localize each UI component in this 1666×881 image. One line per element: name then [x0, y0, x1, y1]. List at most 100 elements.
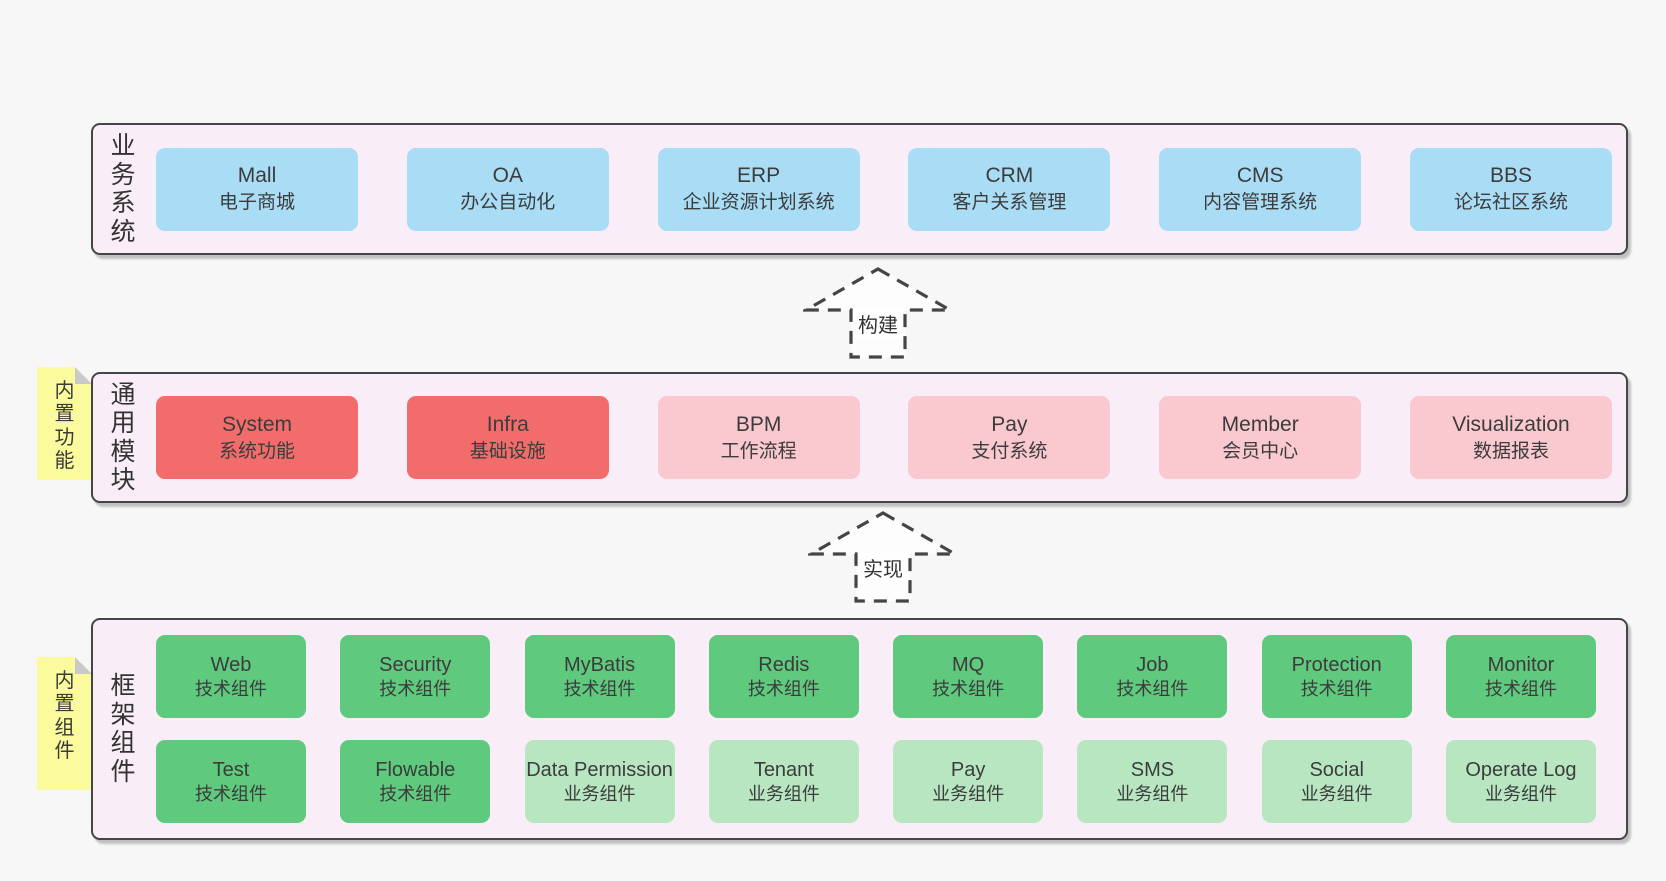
- box-bbs: BBS 论坛社区系统: [1409, 147, 1612, 231]
- box-operate-log-en: Operate Log: [1465, 758, 1577, 781]
- box-security-en: Security: [379, 653, 452, 676]
- box-infra: Infra 基础设施: [406, 396, 609, 479]
- box-erp-en: ERP: [737, 164, 781, 188]
- box-member: Member 会员中心: [1159, 396, 1362, 479]
- band-business-rows: Mall 电子商城 OA 办公自动化 ERP 企业资源计划系统 CRM 客户关系…: [138, 147, 1626, 231]
- box-data-permission-en: Data Permission: [526, 758, 673, 781]
- box-security-zh: 技术组件: [379, 678, 452, 699]
- box-pay-zh: 支付系统: [971, 440, 1048, 462]
- box-mq-en: MQ: [952, 653, 985, 676]
- band-common-modules: 通用模块 System 系统功能 Infra 基础设施 BPM 工作流程 Pay…: [91, 372, 1628, 503]
- box-redis-en: Redis: [758, 653, 810, 676]
- band-common-rows: System 系统功能 Infra 基础设施 BPM 工作流程 Pay 支付系统…: [138, 396, 1626, 479]
- box-redis: Redis 技术组件: [708, 635, 859, 718]
- box-tenant-zh: 业务组件: [747, 783, 820, 804]
- box-bpm: BPM 工作流程: [657, 396, 860, 479]
- box-crm-zh: 客户关系管理: [952, 192, 1067, 214]
- sticky-built-in-components: 内置组件: [37, 657, 92, 790]
- box-oa: OA 办公自动化: [406, 147, 609, 231]
- box-sms-en: SMS: [1130, 758, 1175, 781]
- box-infra-en: Infra: [486, 412, 529, 436]
- box-test-en: Test: [212, 758, 250, 781]
- arrow-build: 构建: [803, 266, 953, 360]
- box-mall-zh: 电子商城: [218, 192, 295, 214]
- arrow-implement: 实现: [808, 510, 958, 604]
- folded-corner-icon: [75, 367, 92, 384]
- band-framework-components: 框架组件 Web 技术组件 Security 技术组件 MyBatis 技术组件…: [91, 618, 1628, 840]
- band-business-systems: 业务系统 Mall 电子商城 OA 办公自动化 ERP 企业资源计划系统 CRM…: [91, 123, 1628, 255]
- box-sms-zh: 业务组件: [1116, 783, 1189, 804]
- box-data-permission: Data Permission 业务组件: [524, 740, 675, 823]
- box-redis-zh: 技术组件: [747, 678, 820, 699]
- box-web-zh: 技术组件: [195, 678, 267, 699]
- band-framework-row-1: Web 技术组件 Security 技术组件 MyBatis 技术组件 Redi…: [156, 635, 1596, 718]
- box-monitor-zh: 技术组件: [1484, 678, 1557, 699]
- box-infra-zh: 基础设施: [469, 440, 546, 462]
- box-pay-biz: Pay 业务组件: [893, 740, 1044, 823]
- box-job: Job 技术组件: [1077, 635, 1228, 718]
- box-operate-log-zh: 业务组件: [1484, 783, 1557, 804]
- box-protection-en: Protection: [1291, 653, 1382, 676]
- box-mall-en: Mall: [237, 164, 277, 188]
- sticky-features-text: 内置功能: [54, 380, 75, 473]
- box-monitor-en: Monitor: [1487, 653, 1555, 676]
- box-cms-zh: 内容管理系统: [1203, 192, 1318, 214]
- box-mq-zh: 技术组件: [932, 678, 1005, 699]
- box-tenant-en: Tenant: [753, 758, 814, 781]
- box-crm-en: CRM: [985, 164, 1034, 188]
- box-data-permission-zh: 业务组件: [563, 783, 636, 804]
- sticky-built-in-features: 内置功能: [37, 367, 92, 480]
- box-sms: SMS 业务组件: [1077, 740, 1228, 823]
- box-bpm-zh: 工作流程: [720, 440, 797, 462]
- box-mq: MQ 技术组件: [893, 635, 1044, 718]
- box-oa-en: OA: [492, 164, 523, 188]
- box-erp-zh: 企业资源计划系统: [682, 192, 835, 214]
- box-cms: CMS 内容管理系统: [1159, 147, 1362, 231]
- box-cms-en: CMS: [1236, 164, 1284, 188]
- box-erp: ERP 企业资源计划系统: [657, 147, 860, 231]
- box-flowable-zh: 技术组件: [379, 783, 452, 804]
- box-security: Security 技术组件: [340, 635, 491, 718]
- box-visualization-en: Visualization: [1452, 412, 1570, 436]
- box-pay-biz-zh: 业务组件: [932, 783, 1005, 804]
- box-member-zh: 会员中心: [1222, 440, 1299, 462]
- box-monitor: Monitor 技术组件: [1445, 635, 1596, 718]
- box-flowable: Flowable 技术组件: [340, 740, 491, 823]
- box-protection: Protection 技术组件: [1261, 635, 1412, 718]
- box-test: Test 技术组件: [156, 740, 306, 823]
- box-web-en: Web: [210, 653, 252, 676]
- box-visualization-zh: 数据报表: [1472, 440, 1549, 462]
- box-crm: CRM 客户关系管理: [908, 147, 1111, 231]
- band-common-row: System 系统功能 Infra 基础设施 BPM 工作流程 Pay 支付系统…: [156, 396, 1612, 479]
- box-mybatis: MyBatis 技术组件: [524, 635, 675, 718]
- box-job-zh: 技术组件: [1116, 678, 1189, 699]
- box-mybatis-en: MyBatis: [564, 653, 636, 676]
- folded-corner-icon: [75, 657, 92, 674]
- box-mybatis-zh: 技术组件: [563, 678, 636, 699]
- box-social-zh: 业务组件: [1300, 783, 1373, 804]
- box-system: System 系统功能: [156, 396, 358, 479]
- box-member-en: Member: [1221, 412, 1299, 436]
- box-bbs-zh: 论坛社区系统: [1453, 192, 1568, 214]
- band-framework-row-2: Test 技术组件 Flowable 技术组件 Data Permission …: [156, 740, 1596, 823]
- band-framework-label: 框架组件: [110, 672, 136, 786]
- band-common-label: 通用模块: [110, 380, 136, 495]
- arrow-build-label: 构建: [854, 309, 902, 338]
- box-flowable-en: Flowable: [375, 758, 456, 781]
- band-framework-rows: Web 技术组件 Security 技术组件 MyBatis 技术组件 Redi…: [138, 635, 1626, 823]
- box-visualization: Visualization 数据报表: [1409, 396, 1612, 479]
- box-tenant: Tenant 业务组件: [708, 740, 859, 823]
- band-business-row: Mall 电子商城 OA 办公自动化 ERP 企业资源计划系统 CRM 客户关系…: [156, 147, 1612, 231]
- box-web: Web 技术组件: [156, 635, 306, 718]
- box-social-en: Social: [1309, 758, 1364, 781]
- sticky-components-text: 内置组件: [54, 670, 75, 763]
- band-business-label: 业务系统: [110, 132, 136, 246]
- box-mall: Mall 电子商城: [156, 147, 358, 231]
- box-social: Social 业务组件: [1261, 740, 1412, 823]
- box-protection-zh: 技术组件: [1300, 678, 1373, 699]
- box-system-en: System: [221, 412, 292, 436]
- box-oa-zh: 办公自动化: [460, 192, 556, 214]
- box-pay-biz-en: Pay: [950, 758, 986, 781]
- box-job-en: Job: [1136, 653, 1169, 676]
- box-bpm-en: BPM: [735, 412, 782, 436]
